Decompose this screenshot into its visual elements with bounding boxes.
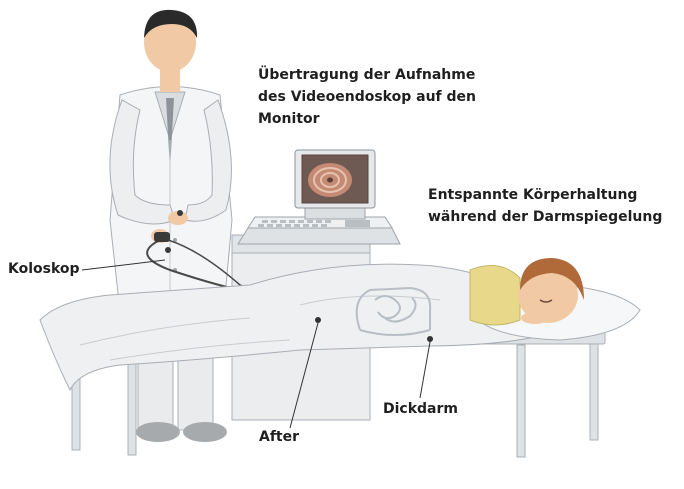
label-posture-line1: Entspannte Körperhaltung: [428, 184, 662, 206]
label-relaxed-posture: Entspannte Körperhaltung während der Dar…: [428, 184, 662, 228]
keyboard-icon: [238, 217, 400, 244]
label-transfer-line2: des Videoendoskop auf den: [258, 86, 476, 108]
label-colonoscope: Koloskop: [8, 258, 80, 280]
label-transfer-to-monitor: Übertragung der Aufnahme des Videoendosk…: [258, 64, 476, 130]
label-posture-line2: während der Darmspiegelung: [428, 206, 662, 228]
monitor-icon: [295, 150, 375, 219]
anus-marker: [315, 317, 321, 323]
label-colon: Dickdarm: [383, 398, 458, 420]
label-anus: After: [259, 426, 299, 448]
label-transfer-line3: Monitor: [258, 108, 476, 130]
label-transfer-line1: Übertragung der Aufnahme: [258, 64, 476, 86]
